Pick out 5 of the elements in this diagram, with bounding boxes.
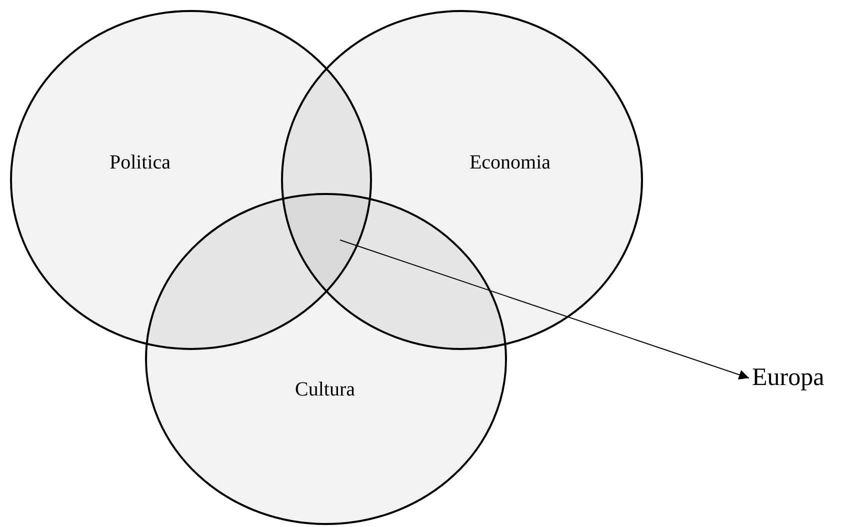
leader-arrow	[340, 240, 750, 380]
circle-label: Economia	[469, 152, 551, 174]
circle-label: Cultura	[295, 378, 355, 402]
callout-label: Europa	[752, 362, 824, 394]
circle-label: Politica	[109, 152, 171, 174]
